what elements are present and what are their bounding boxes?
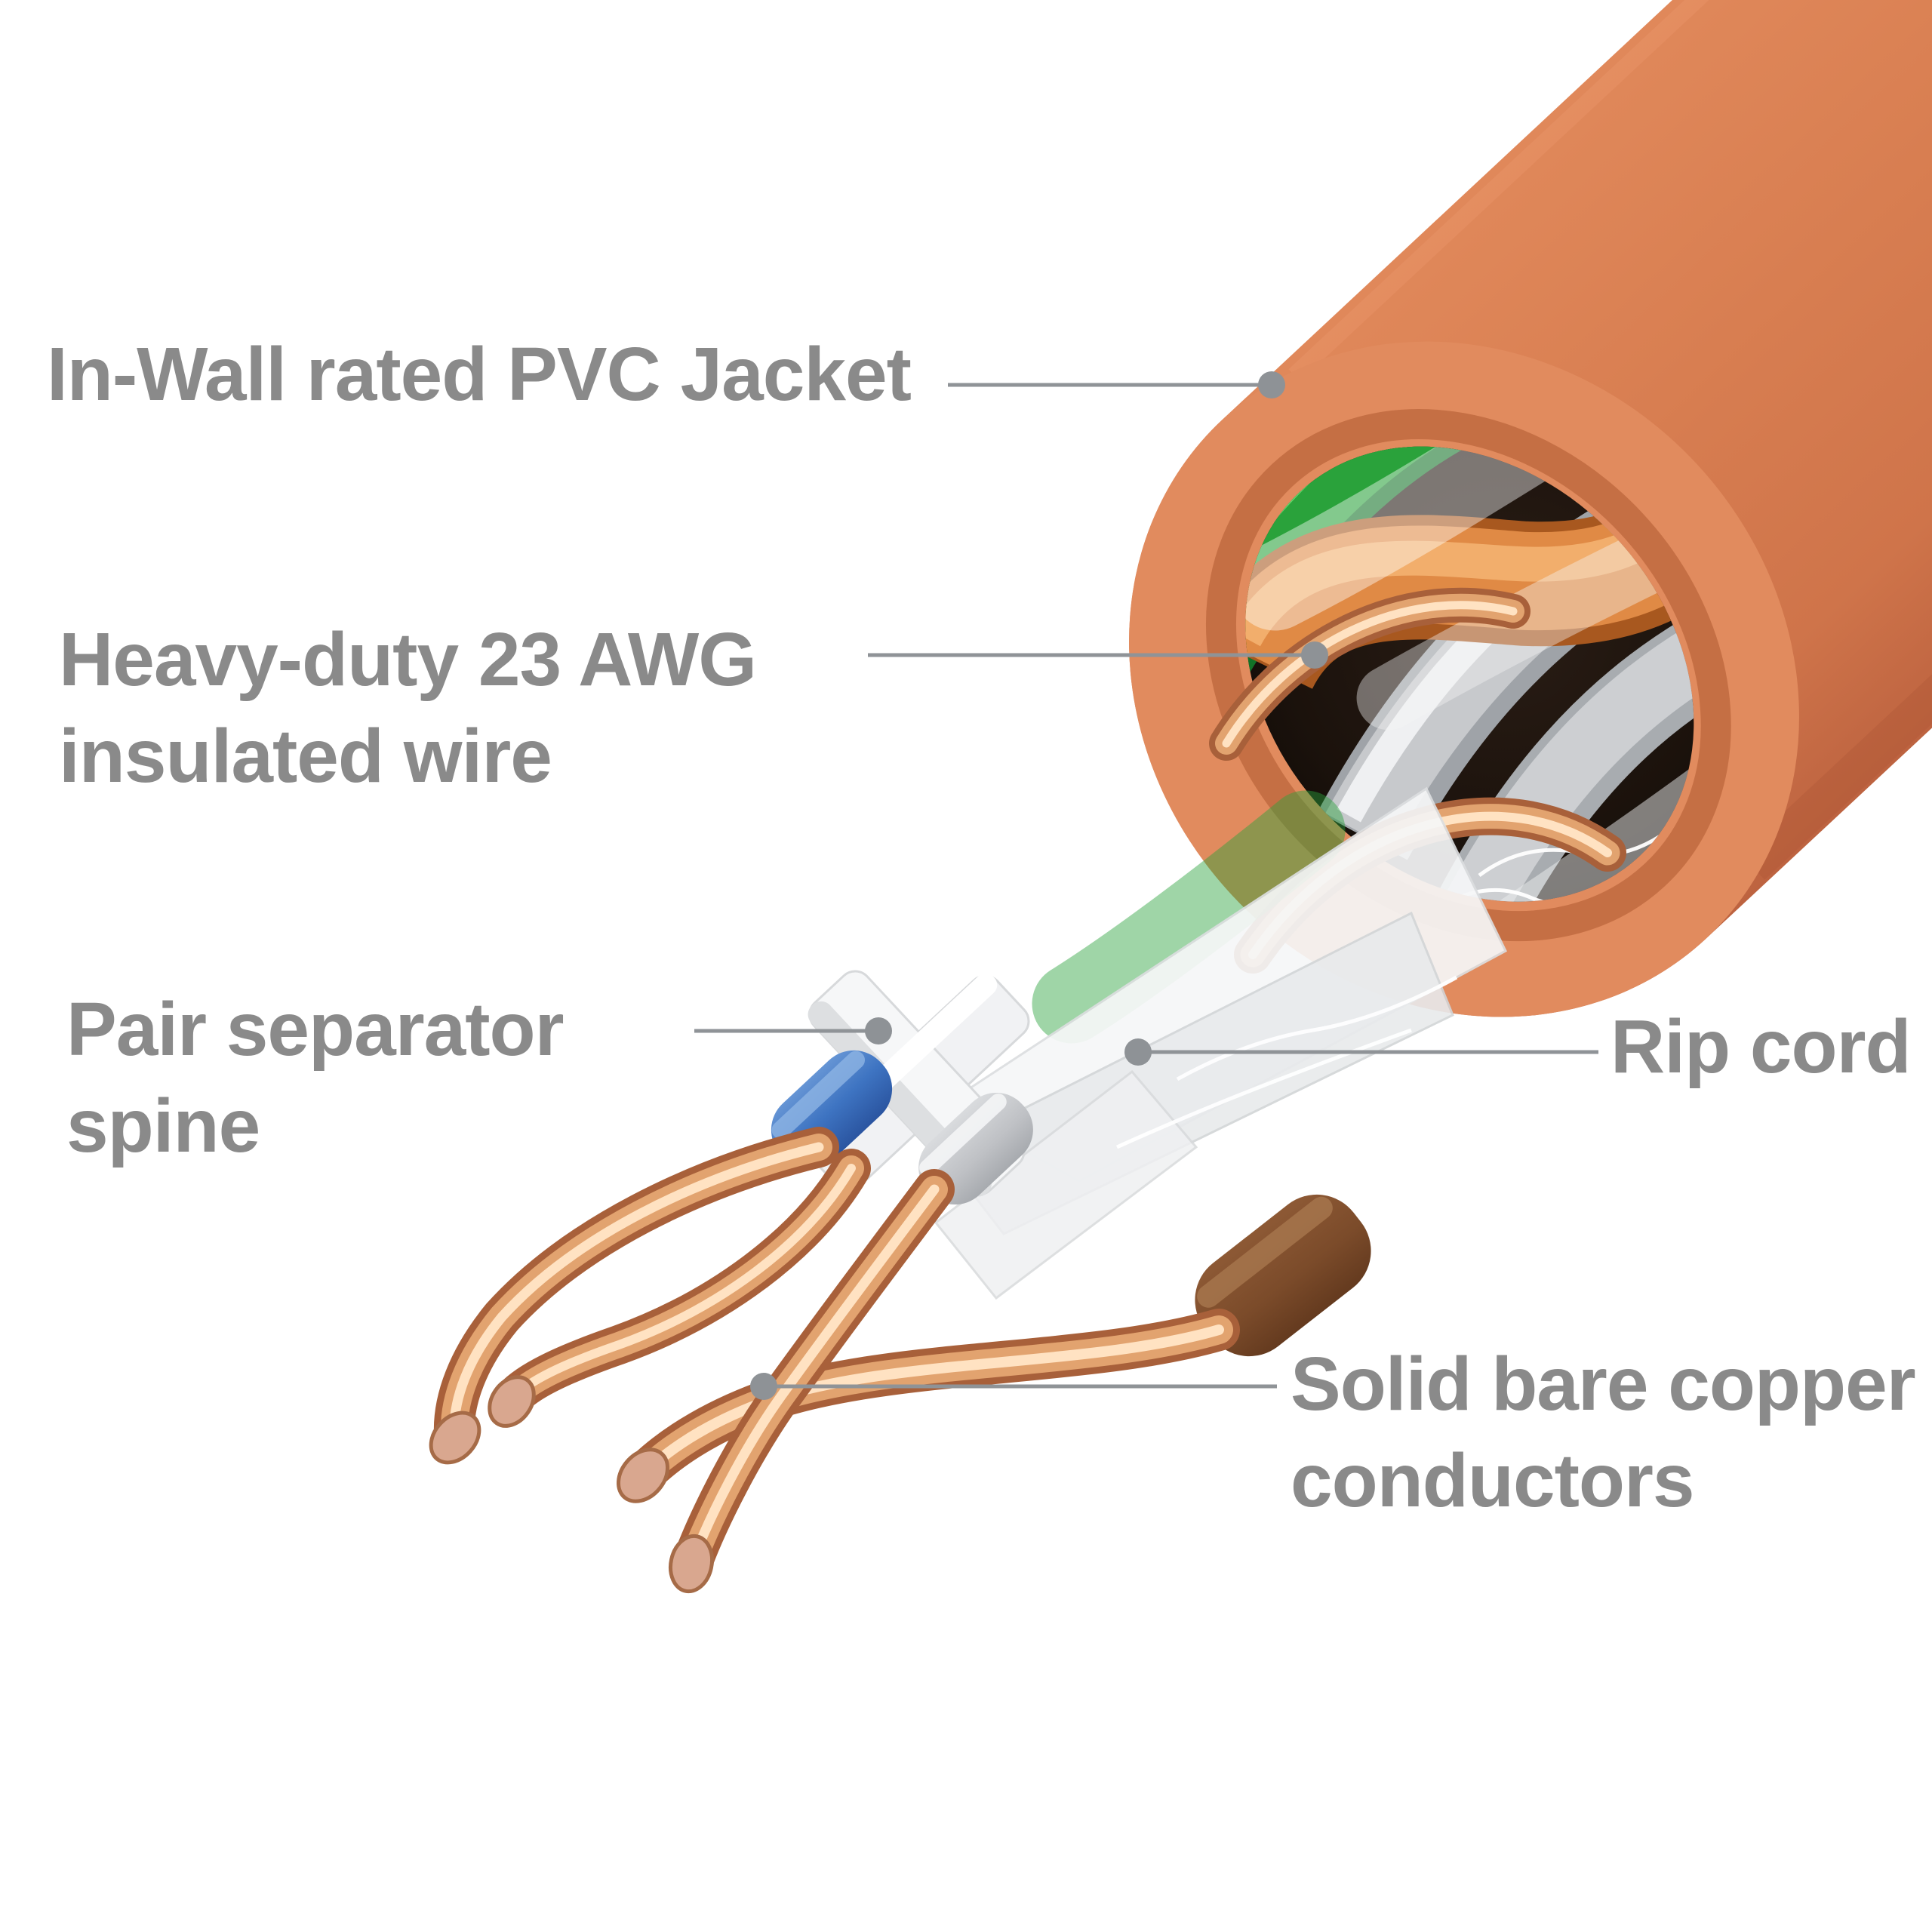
copper-cut-end-3	[668, 1534, 715, 1594]
label-pvc-jacket: In-Wall rated PVC Jacket	[47, 326, 912, 423]
label-pvc-jacket-text: In-Wall rated PVC Jacket	[47, 332, 912, 417]
copper-wire-3	[668, 1189, 934, 1594]
label-copper-line2: conductors	[1291, 1438, 1694, 1523]
label-copper-line1: Solid bare copper	[1291, 1342, 1916, 1426]
leader-dot-jacket	[1258, 371, 1285, 398]
leader-dot-rip-cord	[1124, 1038, 1152, 1066]
copper-cut-end-1	[429, 1411, 481, 1465]
jacket-top-highlight	[1288, 0, 1932, 382]
label-pair-separator: Pair separator spine	[66, 981, 565, 1174]
leader-dots	[750, 371, 1328, 1400]
cable-jacket	[429, 0, 1932, 1594]
brown-insulation-stub	[1195, 1194, 1371, 1357]
copper-wire-4	[616, 1330, 1219, 1503]
copper-wire-1	[429, 1147, 819, 1465]
label-rip-cord-text: Rip cord	[1611, 1004, 1912, 1089]
label-rip-cord: Rip cord	[1611, 998, 1912, 1095]
label-awg-wire: Heavy-duty 23 AWG insulated wire	[59, 611, 757, 804]
rip-cord-fibers	[1115, 975, 1458, 1149]
label-awg-wire-line2: insulated wire	[59, 714, 552, 798]
leader-dot-awg-wire	[1301, 641, 1328, 669]
copper-cut-end-2	[488, 1375, 536, 1428]
label-pair-separator-line2: spine	[66, 1084, 260, 1168]
copper-cut-end-4	[616, 1447, 670, 1503]
jacket-rim-shadow	[1205, 409, 1731, 942]
green-pair-under-film	[1032, 790, 1346, 1044]
label-awg-wire-line1: Heavy-duty 23 AWG	[59, 617, 757, 702]
label-pair-separator-line1: Pair separator	[66, 987, 565, 1072]
label-copper: Solid bare copper conductors	[1291, 1336, 1916, 1529]
rip-cord-film	[934, 786, 1507, 1300]
leader-dot-copper	[750, 1373, 777, 1400]
jacket-bottom-shadow	[1740, 4, 1932, 880]
leader-dot-pair-separator	[865, 1017, 892, 1044]
leader-lines	[694, 383, 1598, 1389]
copper-wire-2	[488, 1168, 851, 1428]
